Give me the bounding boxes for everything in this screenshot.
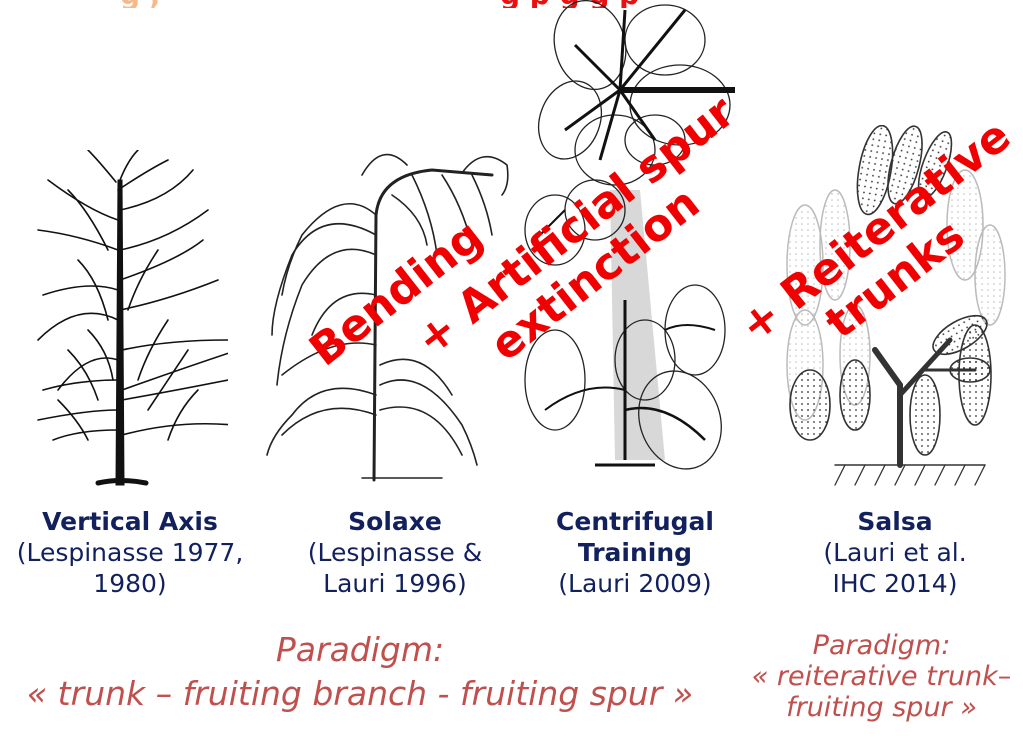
paradigm-text: « trunk – fruiting branch - fruiting spu… [26, 674, 694, 713]
paradigm-text-line1: « reiterative trunk– [751, 661, 1012, 692]
system-reference: IHC 2014) [832, 569, 958, 598]
system-name: Vertical Axis [42, 507, 218, 536]
salsa-caption: Salsa (Lauri et al. IHC 2014) [770, 506, 1020, 599]
system-name: Salsa [857, 507, 933, 536]
system-reference: (Lauri et al. [823, 538, 967, 567]
system-reference: (Lauri 2009) [558, 569, 712, 598]
clipped-title-left: g , [120, 0, 160, 8]
system-reference: Lauri 1996) [323, 569, 467, 598]
paradigm-left: Paradigm: « trunk – fruiting branch - fr… [0, 628, 720, 716]
clipped-slide-title: g , g p g g p [0, 0, 1023, 8]
paradigm-right: Paradigm: « reiterative trunk– fruiting … [740, 630, 1023, 723]
centrifugal-training-caption: Centrifugal Training (Lauri 2009) [520, 506, 750, 599]
clipped-title-right: g p g g p [500, 0, 639, 8]
vertical-axis-tree-illustration [28, 150, 228, 490]
system-reference: (Lespinasse & [307, 538, 483, 567]
paradigm-label: Paradigm: [275, 630, 445, 669]
solaxe-tree-icon [266, 153, 509, 482]
paradigm-text-line2: fruiting spur » [786, 692, 977, 723]
paradigm-label: Paradigm: [812, 630, 951, 661]
vertical-axis-tree-icon [37, 150, 228, 486]
system-name: Centrifugal [556, 507, 714, 536]
solaxe-tree-illustration [262, 135, 512, 485]
system-reference: 1980) [93, 569, 167, 598]
system-name: Training [577, 538, 693, 567]
salsa-tree-illustration [775, 125, 1015, 495]
solaxe-caption: Solaxe (Lespinasse & Lauri 1996) [270, 506, 520, 599]
salsa-tree-icon [786, 125, 1006, 486]
centrifugal-training-tree-illustration [515, 0, 745, 500]
centrifugal-training-tree-icon [524, 0, 735, 470]
system-reference: (Lespinasse 1977, [16, 538, 244, 567]
system-name: Solaxe [348, 507, 442, 536]
vertical-axis-caption: Vertical Axis (Lespinasse 1977, 1980) [0, 506, 260, 599]
